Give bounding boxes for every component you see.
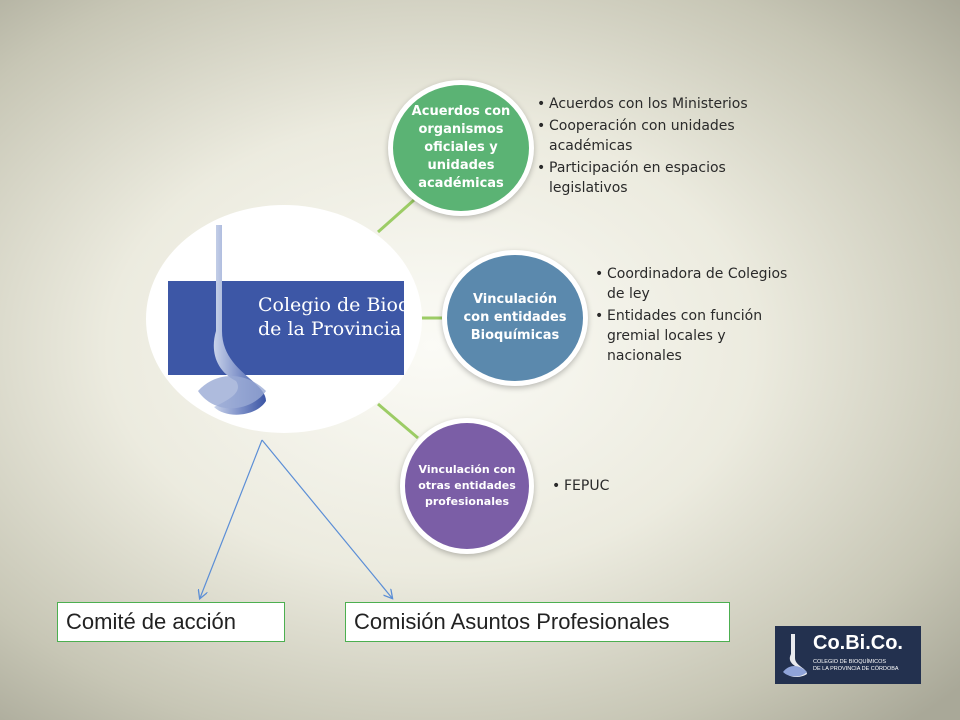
node-vinculacion-profesionales-label: Vinculación con otras entidades profesio… xyxy=(418,463,516,508)
flask-icon xyxy=(198,225,266,415)
bullet-item: Coordinadora de Colegios de ley xyxy=(595,264,795,304)
bullet-item: Acuerdos con los Ministerios xyxy=(537,94,777,114)
comite-box: Comité de acción xyxy=(57,602,285,642)
cobico-subtitle: COLEGIO DE BIOQUÍMICOS DE LA PROVINCIA D… xyxy=(813,659,899,673)
node-acuerdos: Acuerdos con organismos oficiales y unid… xyxy=(388,80,534,216)
bullet-item: Entidades con función gremial locales y … xyxy=(595,306,795,366)
node-vinculacion-bioquimicas-label: Vinculación con entidades Bioquímicas xyxy=(463,292,567,343)
cobico-title: Co.Bi.Co. xyxy=(813,632,903,654)
bullets-acuerdos: Acuerdos con los Ministerios Cooperación… xyxy=(537,94,777,200)
comision-box: Comisión Asuntos Profesionales xyxy=(345,602,730,642)
logo-band xyxy=(168,281,404,375)
bullet-item: Cooperación con unidades académicas xyxy=(537,116,777,156)
arrow-line-comite xyxy=(200,439,263,598)
logo-line-2: de la Provincia de Córdoba xyxy=(258,318,422,340)
cobico-logo: Co.Bi.Co. COLEGIO DE BIOQUÍMICOS DE LA P… xyxy=(775,626,921,684)
logo-text: Colegio de Bioquímicos de la Provincia d… xyxy=(258,293,422,341)
connector-line-1 xyxy=(377,198,415,234)
node-acuerdos-label: Acuerdos con organismos oficiales y unid… xyxy=(411,104,511,191)
logo-line-1: Colegio de Bioquímicos xyxy=(258,294,422,316)
cobico-flask-icon xyxy=(783,634,807,677)
connector-line-3 xyxy=(377,402,419,440)
arrow-line-comision xyxy=(261,439,392,598)
node-vinculacion-bioquimicas: Vinculación con entidades Bioquímicas xyxy=(442,250,588,386)
bullet-item: Participación en espacios legislativos xyxy=(537,158,777,198)
cobico-sub-line-2: DE LA PROVINCIA DE CÓRDOBA xyxy=(813,666,899,672)
bullets-vinculacion-bioquimicas: Coordinadora de Colegios de ley Entidade… xyxy=(595,264,795,368)
colegio-logo: Colegio de Bioquímicos de la Provincia d… xyxy=(146,205,422,433)
cobico-sub-line-1: COLEGIO DE BIOQUÍMICOS xyxy=(813,659,887,665)
bullets-vinculacion-profesionales: FEPUC xyxy=(552,476,652,498)
bullet-item: FEPUC xyxy=(552,476,652,496)
node-vinculacion-profesionales: Vinculación con otras entidades profesio… xyxy=(400,418,534,554)
